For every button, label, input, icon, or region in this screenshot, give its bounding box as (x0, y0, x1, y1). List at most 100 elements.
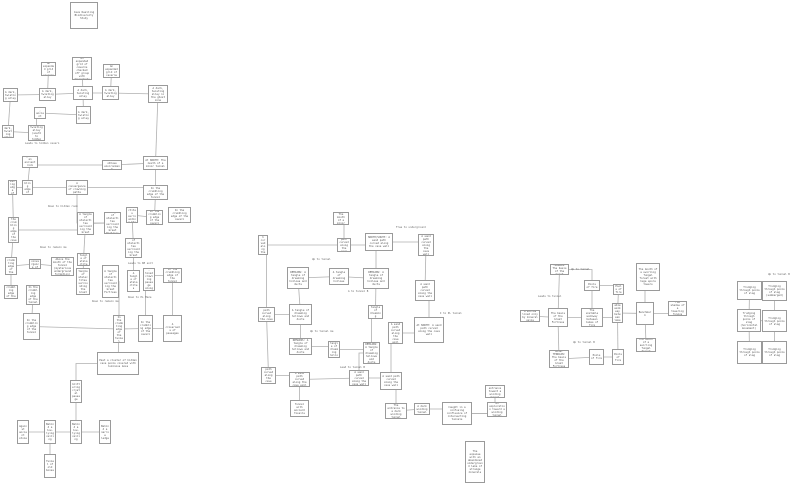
diagram-node[interactable]: Above the mouth of the tunnel (mysteriou… (51, 257, 74, 276)
diagram-node[interactable]: The shadow of a towering fungus (668, 301, 687, 316)
diagram-node[interactable]: A tangle of dreaming hollows and ducts (289, 304, 312, 325)
diagram-node[interactable]: Gypsum: The mouth of a minor tunnel (333, 212, 349, 225)
diagram-node[interactable]: A sand path curved along the cave wall (388, 322, 403, 344)
diagram-node[interactable]: A sand path curved along the cave wall (349, 370, 369, 386)
diagram-node[interactable]: A sand path curved along the cave wall (261, 367, 276, 384)
diagram-node[interactable]: In the crumbling edge of the cavern (168, 207, 191, 223)
diagram-node[interactable]: An exploration toward a winding tunnel (487, 402, 507, 417)
diagram-node[interactable]: A convergence of crawling paths (66, 180, 88, 195)
diagram-node[interactable]: In the crumbling edge of the tunnel (23, 313, 40, 340)
diagram-node[interactable]: A sand path curved along the cave wall (258, 307, 275, 322)
diagram-node[interactable]: In the crumbling edge of the tunnel (22, 180, 33, 195)
diagram-node[interactable]: A dark, twisting alley in the ghost zone (148, 85, 168, 103)
diagram-node[interactable]: A crossroads of passages (163, 315, 182, 342)
diagram-node[interactable]: A dark, twisting alley (73, 86, 93, 100)
diagram-node[interactable]: Crevices lined only by mineral veins (520, 310, 540, 322)
node-label: In the crumbling edge of the tunnel (10, 180, 15, 195)
diagram-node[interactable]: Trudging through pools of slag (762, 310, 787, 332)
diagram-node[interactable]: REMAINS: A tangle of dreaming hollows an… (363, 268, 389, 289)
diagram-node[interactable]: The unstable walkway between lakes of fi… (581, 308, 603, 327)
diagram-node[interactable]: Caught in a confusing confluence of inte… (442, 402, 472, 425)
diagram-node[interactable]: Under TERRAIN: The basis of the Great Fo… (549, 350, 569, 368)
diagram-node[interactable]: Behind a low-lying ceiling (70, 420, 82, 444)
diagram-node[interactable]: A small, ancient tunnel (34, 107, 46, 119)
diagram-node[interactable]: In the crumbling edge of the tunnel (5, 257, 17, 275)
diagram-node[interactable]: The expanse with an abandoned undergroun… (465, 441, 485, 483)
diagram-node[interactable]: The basis of the Great Fortress (548, 308, 568, 327)
diagram-node[interactable]: Under TERRAIN: The basis of the Great Fo… (550, 264, 569, 275)
diagram-node[interactable]: In the crumbling edge of the tunnel (143, 185, 168, 200)
diagram-node[interactable]: The mouth of a swirling fungal forest wi… (636, 263, 660, 291)
diagram-node[interactable]: The mouth of a swirling fungal forest (636, 338, 656, 352)
node-label: A sand path curved along the cave wall (260, 236, 266, 254)
diagram-node[interactable]: A tangle of stalactites (77, 253, 90, 266)
diagram-node[interactable]: Cave Dwelling Biodiversity Study (70, 2, 98, 29)
diagram-node[interactable]: An unstable walkway between lakes of fir… (612, 303, 623, 323)
diagram-node[interactable]: Trudging through pools of slag (submerge… (762, 281, 787, 301)
diagram-node[interactable]: In the crumbling edge of the tunnel (4, 285, 18, 299)
diagram-node[interactable]: A dark, twisting alley (102, 86, 119, 100)
diagram-node[interactable]: In the crumbling edge of the cavern (138, 315, 153, 342)
diagram-node[interactable]: In the crumbling edge of the tunnel (26, 285, 40, 305)
diagram-node[interactable]: Behind a narrow ledge (99, 420, 111, 444)
annotation-note: Up to tunnel me (310, 330, 334, 333)
diagram-node[interactable]: Glittering crystal passage (70, 380, 82, 403)
diagram-node[interactable]: A tangle of dreaming hollows (368, 305, 383, 319)
diagram-node[interactable]: A convergence of cave (29, 259, 41, 269)
diagram-node[interactable]: An expanded grid of caverns (103, 64, 120, 78)
diagram-node[interactable]: Pools of fire (612, 349, 624, 365)
diagram-node[interactable]: An ochre-toned crawling passage along th… (143, 268, 155, 291)
diagram-node[interactable]: NORTH/SOUTH: A sand path curved along th… (365, 233, 393, 251)
diagram-node[interactable]: A tangle of stalactites surrounding the … (102, 265, 119, 298)
diagram-node[interactable]: The entrance to a dark winding tunnel (385, 403, 407, 419)
diagram-node[interactable]: A sand path curved along the cave wall (289, 372, 310, 387)
diagram-node[interactable]: Trudging through pools of slag (762, 341, 787, 364)
diagram-node[interactable]: A tangle of stalactites surrounding the … (104, 212, 121, 234)
diagram-node[interactable]: In the crumbling edge of the tunnel (113, 315, 125, 343)
diagram-node[interactable]: In the crumbling edge of the tunnel (163, 268, 182, 283)
diagram-node[interactable]: REMAINS: A tangle of dreaming hollows an… (289, 338, 312, 355)
diagram-node[interactable]: Reached an obtuse environment (102, 160, 122, 170)
diagram-node[interactable]: A sand path curved along the cave wall (258, 235, 268, 255)
diagram-node[interactable]: A dark, twisting alley (2, 125, 14, 138)
diagram-node[interactable]: In the crumbling edge of the cavern (8, 217, 19, 243)
diagram-node[interactable]: A tangle of stalactites surrounding the … (126, 207, 138, 223)
diagram-node[interactable]: Behind a low-lying ceiling (44, 420, 56, 444)
diagram-node[interactable]: Pools of fire (613, 284, 624, 295)
diagram-node[interactable]: REMAINS: A tangle of stalactites surroun… (77, 212, 94, 235)
diagram-node[interactable]: An expanded grid of caverns checked off … (72, 57, 92, 80)
diagram-node[interactable]: At NORTH: A sand path curved along the c… (414, 317, 444, 343)
diagram-node[interactable]: A dark, twisting alley (3, 88, 18, 102)
diagram-node[interactable]: Against ancient stone (17, 420, 29, 444)
diagram-node[interactable]: REMAINS: A tangle of dreaming hollows an… (363, 342, 380, 364)
diagram-node[interactable]: Trudging through pools of slag (horizont… (737, 309, 761, 332)
diagram-node[interactable]: In the crumbling edge of the tunnel (8, 180, 17, 195)
diagram-node[interactable]: Pools of fire (584, 280, 600, 291)
diagram-node[interactable]: Tunnel with ancient fossils (290, 400, 309, 417)
diagram-node[interactable]: Pools of fire (589, 349, 604, 365)
diagram-node[interactable]: A dark, twisting alley (76, 106, 91, 124)
diagram-node[interactable]: At NORTH: The mouth of a minor tunnel (143, 156, 168, 170)
diagram-node[interactable]: Benchmark (636, 302, 654, 325)
diagram-node[interactable]: A sand path curved along the cave wall (418, 234, 434, 256)
diagram-node[interactable]: A sand path curved along the cave wall (380, 372, 402, 390)
diagram-node[interactable]: A dark winding tunnel (414, 403, 430, 415)
diagram-node[interactable]: Against an ancient rock pillar (22, 156, 38, 168)
diagram-node[interactable]: In the crumbling edge of the cavern (146, 210, 163, 225)
diagram-node[interactable]: A tangle of stalactites (127, 270, 140, 292)
diagram-node[interactable]: A dark, twisting alley (south to hidden … (28, 125, 45, 141)
diagram-node[interactable]: Trudging through pools of slag (737, 281, 762, 300)
diagram-node[interactable]: A tangle of dreaming hollows (328, 341, 340, 358)
diagram-node[interactable]: A sand path curved along the cave wall (415, 280, 435, 301)
diagram-node[interactable]: An entrance toward a winding tunnel (485, 385, 505, 398)
diagram-node[interactable]: REMAINS: A tangle of stalactites surroun… (76, 268, 90, 295)
diagram-node[interactable]: Past a cluster of hidden cave pools cove… (97, 352, 139, 375)
diagram-node[interactable]: An expanded grid of caverns (41, 62, 56, 76)
diagram-node[interactable]: Tunnel of old bones (44, 454, 56, 478)
diagram-node[interactable]: A dark, twisting alley (39, 88, 56, 101)
diagram-node[interactable]: Trudging through pools of slag (737, 341, 762, 364)
diagram-node[interactable]: REMAINS: A tangle of dreaming hollows an… (287, 267, 309, 289)
diagram-node[interactable]: A tangle of dreaming hollows (329, 268, 349, 285)
diagram-node[interactable]: A tangle of stalactites surrounding the … (125, 238, 142, 258)
diagram-node[interactable]: A sand path curved along the cave wall (337, 238, 351, 252)
